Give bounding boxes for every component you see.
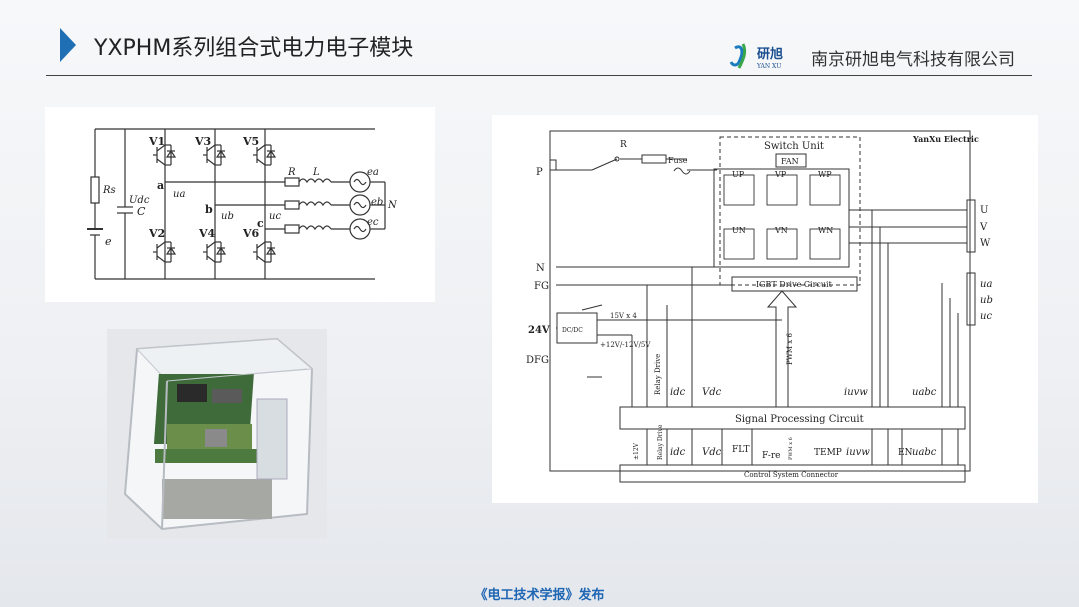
ua-label: ua	[173, 189, 185, 200]
dcdc-label: DC/DC	[562, 327, 583, 334]
switch-label: V4	[198, 227, 216, 240]
eb-label: eb	[371, 197, 383, 208]
iuvw-label: iuvw	[844, 387, 868, 398]
output-terminal-label: V	[979, 222, 988, 233]
output-terminal-label: U	[980, 205, 988, 216]
relay-drive-label: Relay Drive	[654, 354, 662, 395]
igbt-label: VN	[774, 226, 788, 235]
bottom-label: Relay Drive	[657, 424, 664, 460]
node-label: c	[257, 217, 264, 230]
fuse-label: Fuse	[668, 156, 688, 165]
c-label: C	[137, 205, 146, 218]
switch-label: V2	[148, 227, 165, 240]
module-block-diagram: YanXu Electric Switch Unit FAN R Fuse UP…	[526, 130, 993, 483]
terminal-label: N	[536, 263, 545, 274]
logo-subtext: YAN XU	[756, 63, 781, 70]
terminal-label: P	[536, 167, 543, 178]
title-arrow-icon	[60, 28, 76, 62]
bottom-label: TEMP	[814, 448, 842, 458]
module-block-diagram-panel: YanXu Electric Switch Unit FAN R Fuse UP…	[492, 115, 1038, 503]
switch-label: V5	[242, 135, 259, 148]
bottom-label: Vdc	[702, 447, 722, 458]
fan-label: FAN	[781, 157, 799, 166]
switch-label: V6	[242, 227, 260, 240]
r-label: R	[620, 140, 627, 150]
sense-terminal-label: ua	[980, 279, 992, 290]
e-label: e	[105, 235, 112, 248]
brand-label: YanXu Electric	[912, 134, 979, 144]
module-photo-illustration	[107, 329, 327, 539]
sense-terminal-label: uc	[980, 311, 992, 322]
l-label: L	[312, 167, 320, 178]
company-logo: 研旭 YAN XU	[729, 43, 783, 70]
title-bar: YXPHM系列组合式电力电子模块 研旭 YAN XU 南京研旭电气科技有限公司	[0, 0, 1079, 76]
control-connector-label: Control System Connector	[744, 471, 839, 479]
switch-unit-label: Switch Unit	[764, 141, 824, 152]
rs-label: Rs	[102, 185, 116, 196]
page-title: YXPHM系列组合式电力电子模块	[94, 36, 414, 61]
bottom-label: iuvw	[846, 447, 870, 458]
terminal-label: 24V	[528, 325, 550, 336]
sense-terminal-label: ub	[980, 295, 993, 306]
ea-label: ea	[367, 167, 379, 178]
ec-label: ec	[367, 217, 379, 228]
supply-bottom-label: +12V/-12V/5V	[600, 341, 651, 349]
module-photo	[107, 329, 327, 539]
company-name: 南京研旭电气科技有限公司	[811, 50, 1015, 70]
bottom-label: FLT	[732, 445, 750, 455]
logo-text: 研旭	[757, 46, 783, 62]
supply-top-label: 15V x 4	[610, 312, 637, 320]
switch-label: V3	[194, 135, 211, 148]
node-label: b	[205, 203, 213, 216]
igbt-label: UP	[732, 170, 745, 179]
output-terminal-label: W	[980, 238, 991, 249]
inverter-circuit-panel: V1 V3 V5 V2 V4 V6 a b c Rs Udc C e ua ub…	[45, 107, 435, 302]
igbt-label: UN	[732, 226, 746, 235]
bottom-label: EN	[898, 448, 913, 458]
bottom-label: F-re	[762, 451, 781, 461]
uabc-label: uabc	[912, 387, 937, 398]
igbt-label: WN	[818, 226, 833, 235]
n-label: N	[387, 200, 398, 211]
igbt-label: WP	[818, 170, 832, 179]
pwm-label: PWM x 6	[786, 333, 794, 365]
node-label: a	[157, 179, 164, 192]
r-label: R	[287, 167, 296, 178]
bottom-label: idc	[670, 447, 686, 458]
terminal-label: FG	[534, 281, 549, 292]
igbt-drive-label: IGBT Drive Circuit	[756, 280, 833, 289]
bottom-label: uabc	[912, 447, 937, 458]
idc-label: idc	[670, 387, 686, 398]
inverter-circuit-diagram: V1 V3 V5 V2 V4 V6 a b c Rs Udc C e ua ub…	[87, 128, 398, 280]
bottom-label: ±12V	[633, 442, 640, 460]
udc-label: Udc	[129, 195, 150, 206]
ub-label: ub	[221, 211, 234, 222]
terminal-label: DFG	[526, 355, 549, 366]
footer-source: 《电工技术学报》发布	[474, 588, 605, 603]
switch-label: V1	[148, 135, 165, 148]
vdc-label: Vdc	[702, 387, 722, 398]
uc-label: uc	[269, 211, 281, 222]
bottom-label: PWM x 6	[788, 437, 794, 460]
igbt-label: VP	[774, 170, 787, 179]
title-divider	[46, 75, 1032, 76]
signal-processing-label: Signal Processing Circuit	[735, 414, 864, 425]
